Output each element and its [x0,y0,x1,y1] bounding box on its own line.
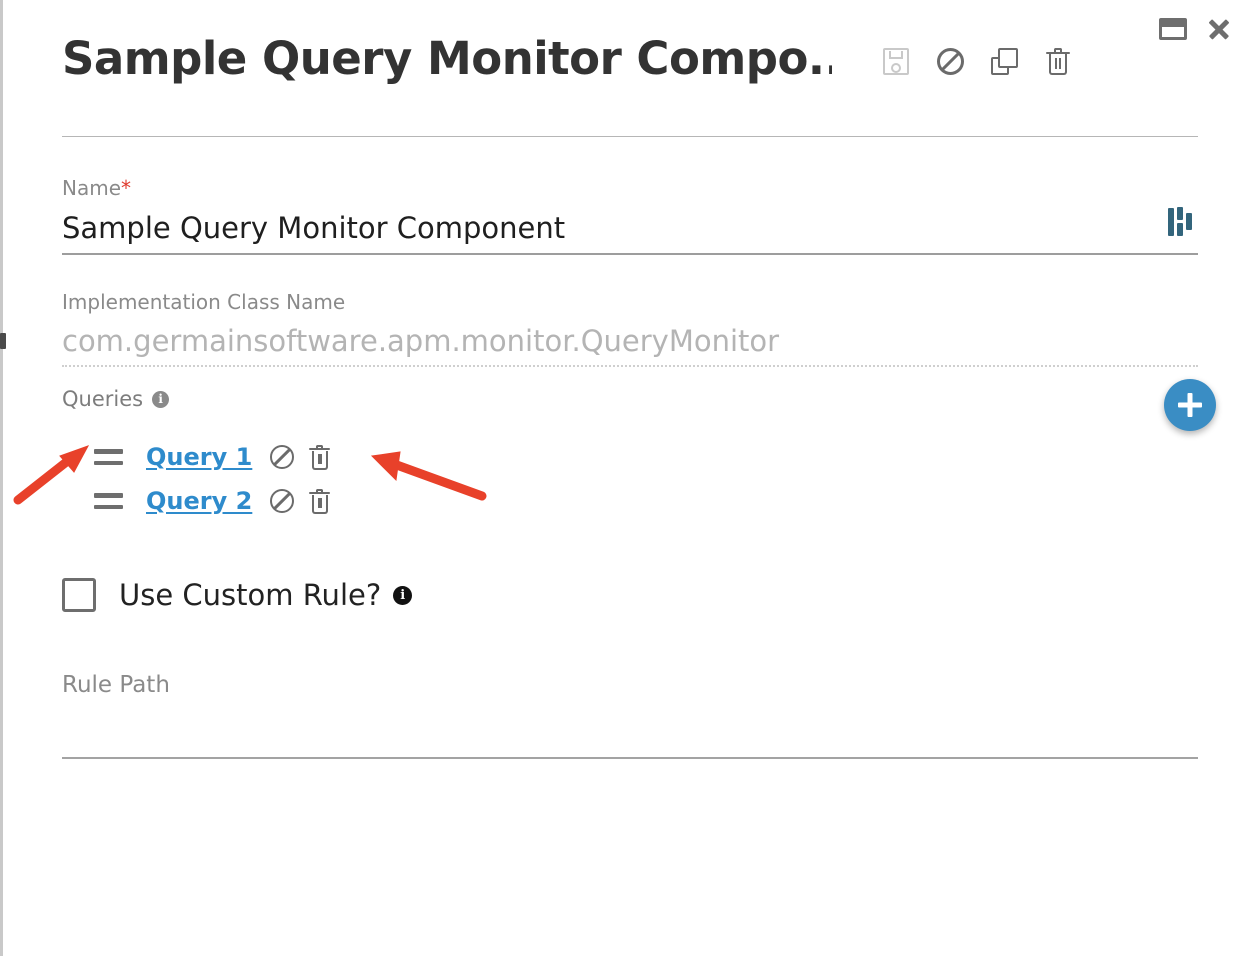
delete-query-button[interactable] [308,444,331,470]
bar-chart-icon[interactable] [1164,206,1194,238]
delete-query-button[interactable] [308,488,331,514]
copy-icon [990,48,1018,76]
ban-icon [936,48,964,76]
queries-section: Queries i Query 1 [62,387,1198,523]
impl-class-field-group: Implementation Class Name com.germainsof… [62,290,1198,368]
table-row: Query 2 [62,479,1198,523]
impl-class-label: Implementation Class Name [62,290,346,314]
disable-query-button[interactable] [270,489,295,513]
dialog-header: Sample Query Monitor Compo... [62,34,1198,84]
header-divider [62,136,1198,137]
queries-header: Queries i [62,387,1198,411]
table-row: Query 1 [62,435,1198,479]
name-field-underline [62,253,1198,256]
drag-handle[interactable] [94,449,134,465]
query-link[interactable]: Query 2 [146,487,253,515]
close-icon [1206,16,1232,42]
disable-query-button[interactable] [270,445,295,469]
info-icon[interactable]: i [393,585,413,605]
name-input[interactable]: Sample Query Monitor Component [62,211,566,245]
rule-path-field-group: Rule Path [62,672,1198,698]
left-scrollbar-thumb[interactable] [0,333,6,349]
save-button[interactable] [880,45,912,79]
use-custom-rule-row: Use Custom Rule? i [62,578,413,612]
drag-handle[interactable] [94,493,134,509]
name-field-label: Name* [62,178,1198,198]
trash-icon [308,444,331,470]
copy-button[interactable] [988,45,1020,79]
delete-button[interactable] [1042,45,1074,79]
add-query-button[interactable] [1164,379,1216,431]
use-custom-rule-label: Use Custom Rule? [119,578,382,612]
queries-label: Queries [62,387,144,411]
impl-class-input: com.germainsoftware.apm.monitor.QueryMon… [62,324,780,358]
trash-icon [1045,47,1071,76]
use-custom-rule-checkbox[interactable] [62,578,96,612]
impl-class-underline [62,365,1198,368]
query-link[interactable]: Query 1 [146,443,253,471]
header-action-toolbar [880,39,1074,79]
window-controls [1158,14,1234,44]
ban-icon [270,445,295,469]
close-window-button[interactable] [1204,14,1234,44]
name-label-text: Name [62,176,122,200]
left-scrollbar-track[interactable] [0,0,6,956]
required-marker: * [121,176,132,200]
restore-icon [1159,18,1187,40]
queries-list: Query 1 Query 2 [62,435,1198,523]
ban-icon [270,489,295,513]
page-title: Sample Query Monitor Compo... [62,34,832,84]
footer-divider [62,757,1198,759]
rule-path-label: Rule Path [62,672,170,698]
restore-window-button[interactable] [1158,14,1188,44]
name-field-group: Name* Sample Query Monitor Component [62,178,1198,256]
cancel-button[interactable] [934,45,966,79]
trash-icon [308,488,331,514]
info-icon[interactable]: i [152,390,170,408]
save-icon [883,48,909,76]
